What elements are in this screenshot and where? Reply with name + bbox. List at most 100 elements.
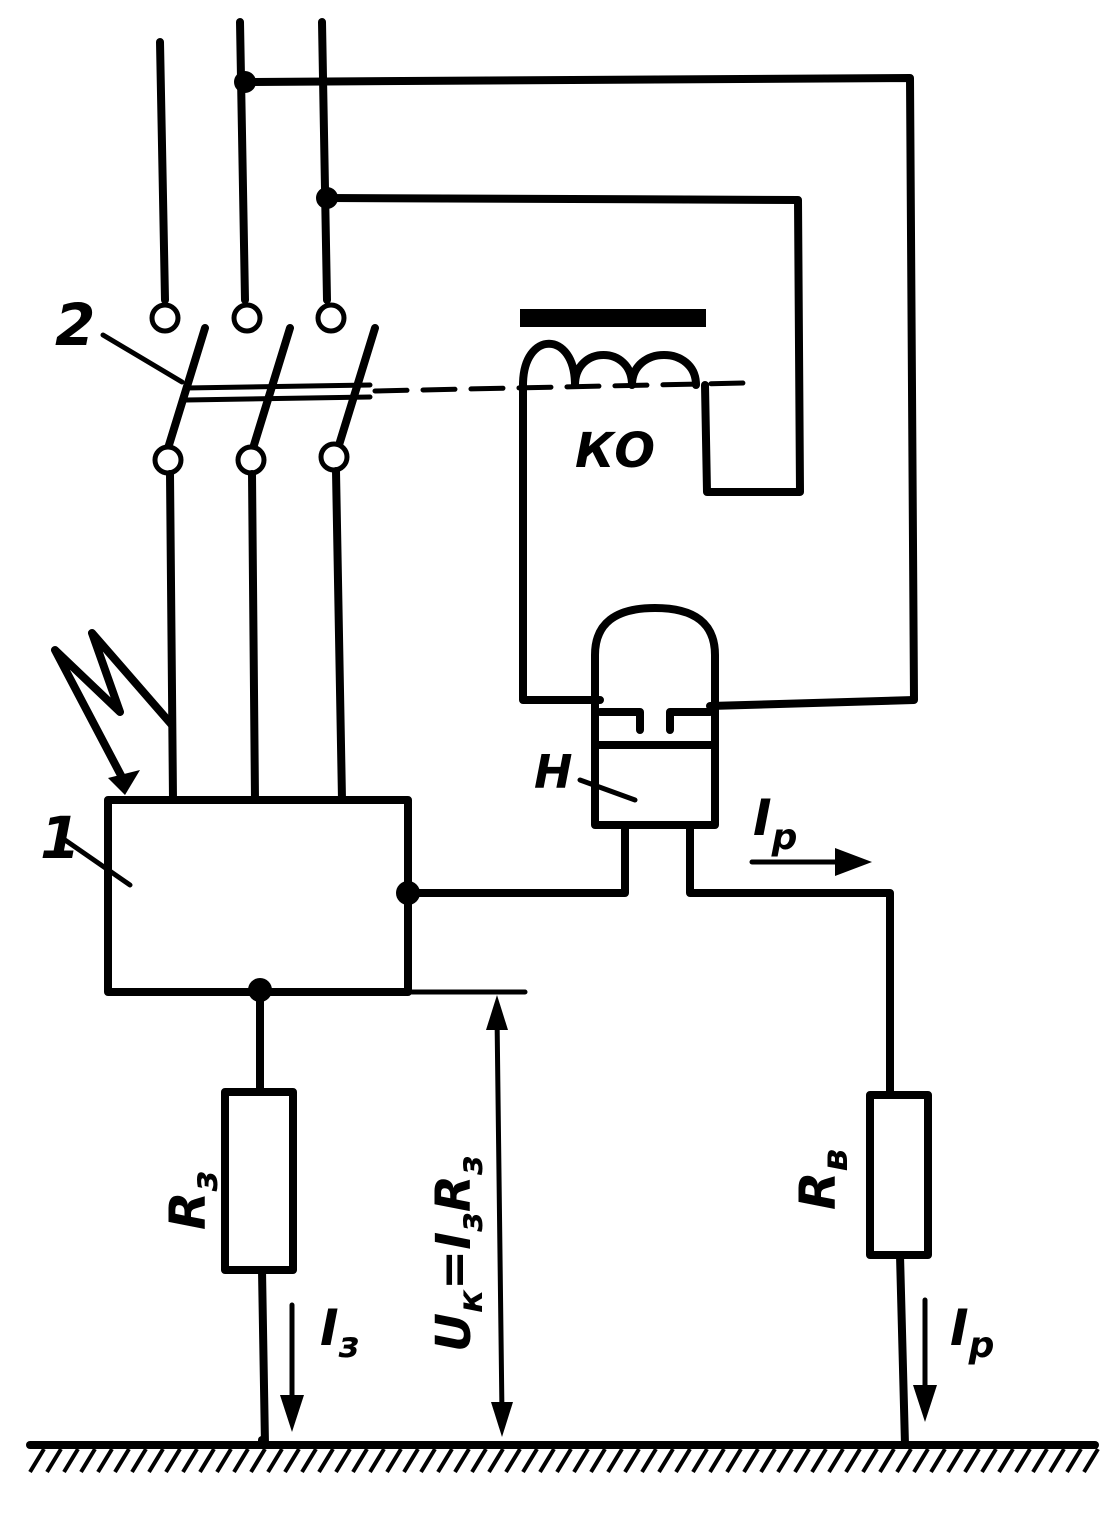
label-equipment-1: 1 bbox=[40, 804, 80, 872]
earth-hatch-stroke bbox=[810, 1447, 828, 1474]
label-current-ground-sub: з bbox=[338, 1325, 360, 1366]
label-current-ground-main: I bbox=[320, 1299, 339, 1357]
earth-hatch-stroke bbox=[283, 1447, 301, 1474]
earth-hatch-stroke bbox=[1014, 1447, 1032, 1474]
earth-hatch-stroke bbox=[147, 1447, 165, 1474]
earth-hatch-stroke bbox=[1082, 1447, 1100, 1474]
voltage-arrow-head-bottom bbox=[491, 1402, 513, 1437]
label-voltage-U-sub: к bbox=[451, 1289, 491, 1313]
terminal-top-a bbox=[149, 302, 181, 334]
label-voltage-R: R bbox=[426, 1175, 482, 1212]
label-switch-2: 2 bbox=[55, 291, 95, 359]
equipment-enclosure bbox=[104, 796, 412, 996]
earth-hatch-stroke bbox=[895, 1447, 913, 1474]
terminal-bottom-c bbox=[318, 441, 350, 473]
label-trip-coil: КО bbox=[575, 423, 655, 479]
earth-hatching bbox=[28, 1447, 1100, 1474]
switch-blade-b bbox=[246, 324, 294, 462]
voltage-arrow-head-top bbox=[486, 995, 508, 1030]
leader-equipment-1 bbox=[62, 837, 133, 888]
label-voltage-U: U bbox=[426, 1313, 482, 1352]
earth-hatch-stroke bbox=[878, 1447, 896, 1474]
earth-hatch-stroke bbox=[266, 1447, 284, 1474]
earth-hatch-stroke bbox=[691, 1447, 709, 1474]
earth-hatch-stroke bbox=[368, 1447, 386, 1474]
earth-hatch-stroke bbox=[62, 1447, 80, 1474]
earth-hatch-stroke bbox=[657, 1447, 675, 1474]
earth-hatch-stroke bbox=[674, 1447, 692, 1474]
earth-hatch-stroke bbox=[487, 1447, 505, 1474]
tap-wire-phase-c bbox=[323, 194, 804, 496]
earth-hatch-stroke bbox=[946, 1447, 964, 1474]
label-current-relay-bottom-main: I bbox=[950, 1299, 969, 1357]
label-touch-voltage-formula: Uк=IзRз bbox=[426, 1155, 491, 1352]
earth-hatch-stroke bbox=[725, 1447, 743, 1474]
junction-dot-b bbox=[234, 71, 256, 93]
earth-hatch-stroke bbox=[419, 1447, 437, 1474]
earth-hatch-stroke bbox=[504, 1447, 522, 1474]
relay-body bbox=[591, 604, 719, 829]
earth-hatch-stroke bbox=[164, 1447, 182, 1474]
earth-hatch-stroke bbox=[963, 1447, 981, 1474]
earth-hatch-stroke bbox=[317, 1447, 335, 1474]
feed-wire-c bbox=[332, 467, 346, 804]
earth-hatch-stroke bbox=[997, 1447, 1015, 1474]
earth-hatch-stroke bbox=[28, 1447, 46, 1474]
linkage-rod-upper bbox=[183, 382, 373, 391]
switch-blade-c bbox=[331, 324, 379, 462]
earth-hatch-stroke bbox=[708, 1447, 726, 1474]
terminal-bottom-a bbox=[152, 444, 184, 476]
voltage-arrow-shaft bbox=[494, 1012, 505, 1418]
supply-lines bbox=[156, 18, 331, 304]
earth-hatch-stroke bbox=[130, 1447, 148, 1474]
earth-hatch-stroke bbox=[776, 1447, 794, 1474]
label-aux-resistor-main: R bbox=[789, 1171, 847, 1210]
feed-wire-a bbox=[166, 470, 177, 804]
earth-hatch-stroke bbox=[1065, 1447, 1083, 1474]
earth-hatch-stroke bbox=[436, 1447, 454, 1474]
wire-aux-resistor-to-earth bbox=[896, 1251, 909, 1449]
label-current-relay-top: Iр bbox=[753, 789, 797, 858]
earth-hatch-stroke bbox=[861, 1447, 879, 1474]
relay-lead-right bbox=[686, 824, 894, 1099]
earth-hatch-stroke bbox=[249, 1447, 267, 1474]
earth-hatch-stroke bbox=[827, 1447, 845, 1474]
supply-line-c bbox=[318, 18, 331, 304]
earth-hatch-stroke bbox=[385, 1447, 403, 1474]
label-aux-resistor-sub: в bbox=[815, 1149, 856, 1172]
current-arrow-top-head bbox=[835, 848, 872, 876]
earth-hatch-stroke bbox=[623, 1447, 641, 1474]
label-voltage-R-sub: з bbox=[451, 1155, 491, 1176]
label-current-relay-bottom-sub: р bbox=[968, 1325, 995, 1366]
switch-top-terminals bbox=[149, 302, 347, 334]
earth-hatch-stroke bbox=[470, 1447, 488, 1474]
terminal-bottom-b bbox=[235, 444, 267, 476]
mechanical-linkage bbox=[183, 380, 748, 403]
earth-hatch-stroke bbox=[215, 1447, 233, 1474]
terminal-top-c bbox=[315, 302, 347, 334]
earth-hatch-stroke bbox=[198, 1447, 216, 1474]
earth-hatch-stroke bbox=[232, 1447, 250, 1474]
trip-coil-wire-to-relay bbox=[519, 381, 604, 704]
relay-contact-right bbox=[666, 708, 714, 734]
earth-hatch-stroke bbox=[521, 1447, 539, 1474]
linkage-rod-lower bbox=[183, 394, 373, 403]
trip-coil-winding bbox=[519, 339, 700, 389]
linkage-dashed bbox=[372, 380, 748, 394]
leader-switch-2 bbox=[100, 332, 185, 385]
earth-hatch-stroke bbox=[1048, 1447, 1066, 1474]
terminal-top-b bbox=[231, 302, 263, 334]
earth-hatch-stroke bbox=[402, 1447, 420, 1474]
aux-resistor bbox=[866, 1091, 932, 1259]
earth-hatch-stroke bbox=[555, 1447, 573, 1474]
earth-hatch-stroke bbox=[793, 1447, 811, 1474]
relay-lead-left bbox=[404, 824, 629, 897]
earth-hatch-stroke bbox=[759, 1447, 777, 1474]
relay-device bbox=[591, 604, 719, 829]
label-ground-resistor-sub: з bbox=[185, 1171, 226, 1193]
earth-hatch-stroke bbox=[844, 1447, 862, 1474]
label-current-relay-top-main: I bbox=[753, 789, 772, 847]
label-ground-resistor: Rз bbox=[159, 1171, 226, 1230]
label-current-relay-bottom: Iр bbox=[950, 1299, 994, 1366]
